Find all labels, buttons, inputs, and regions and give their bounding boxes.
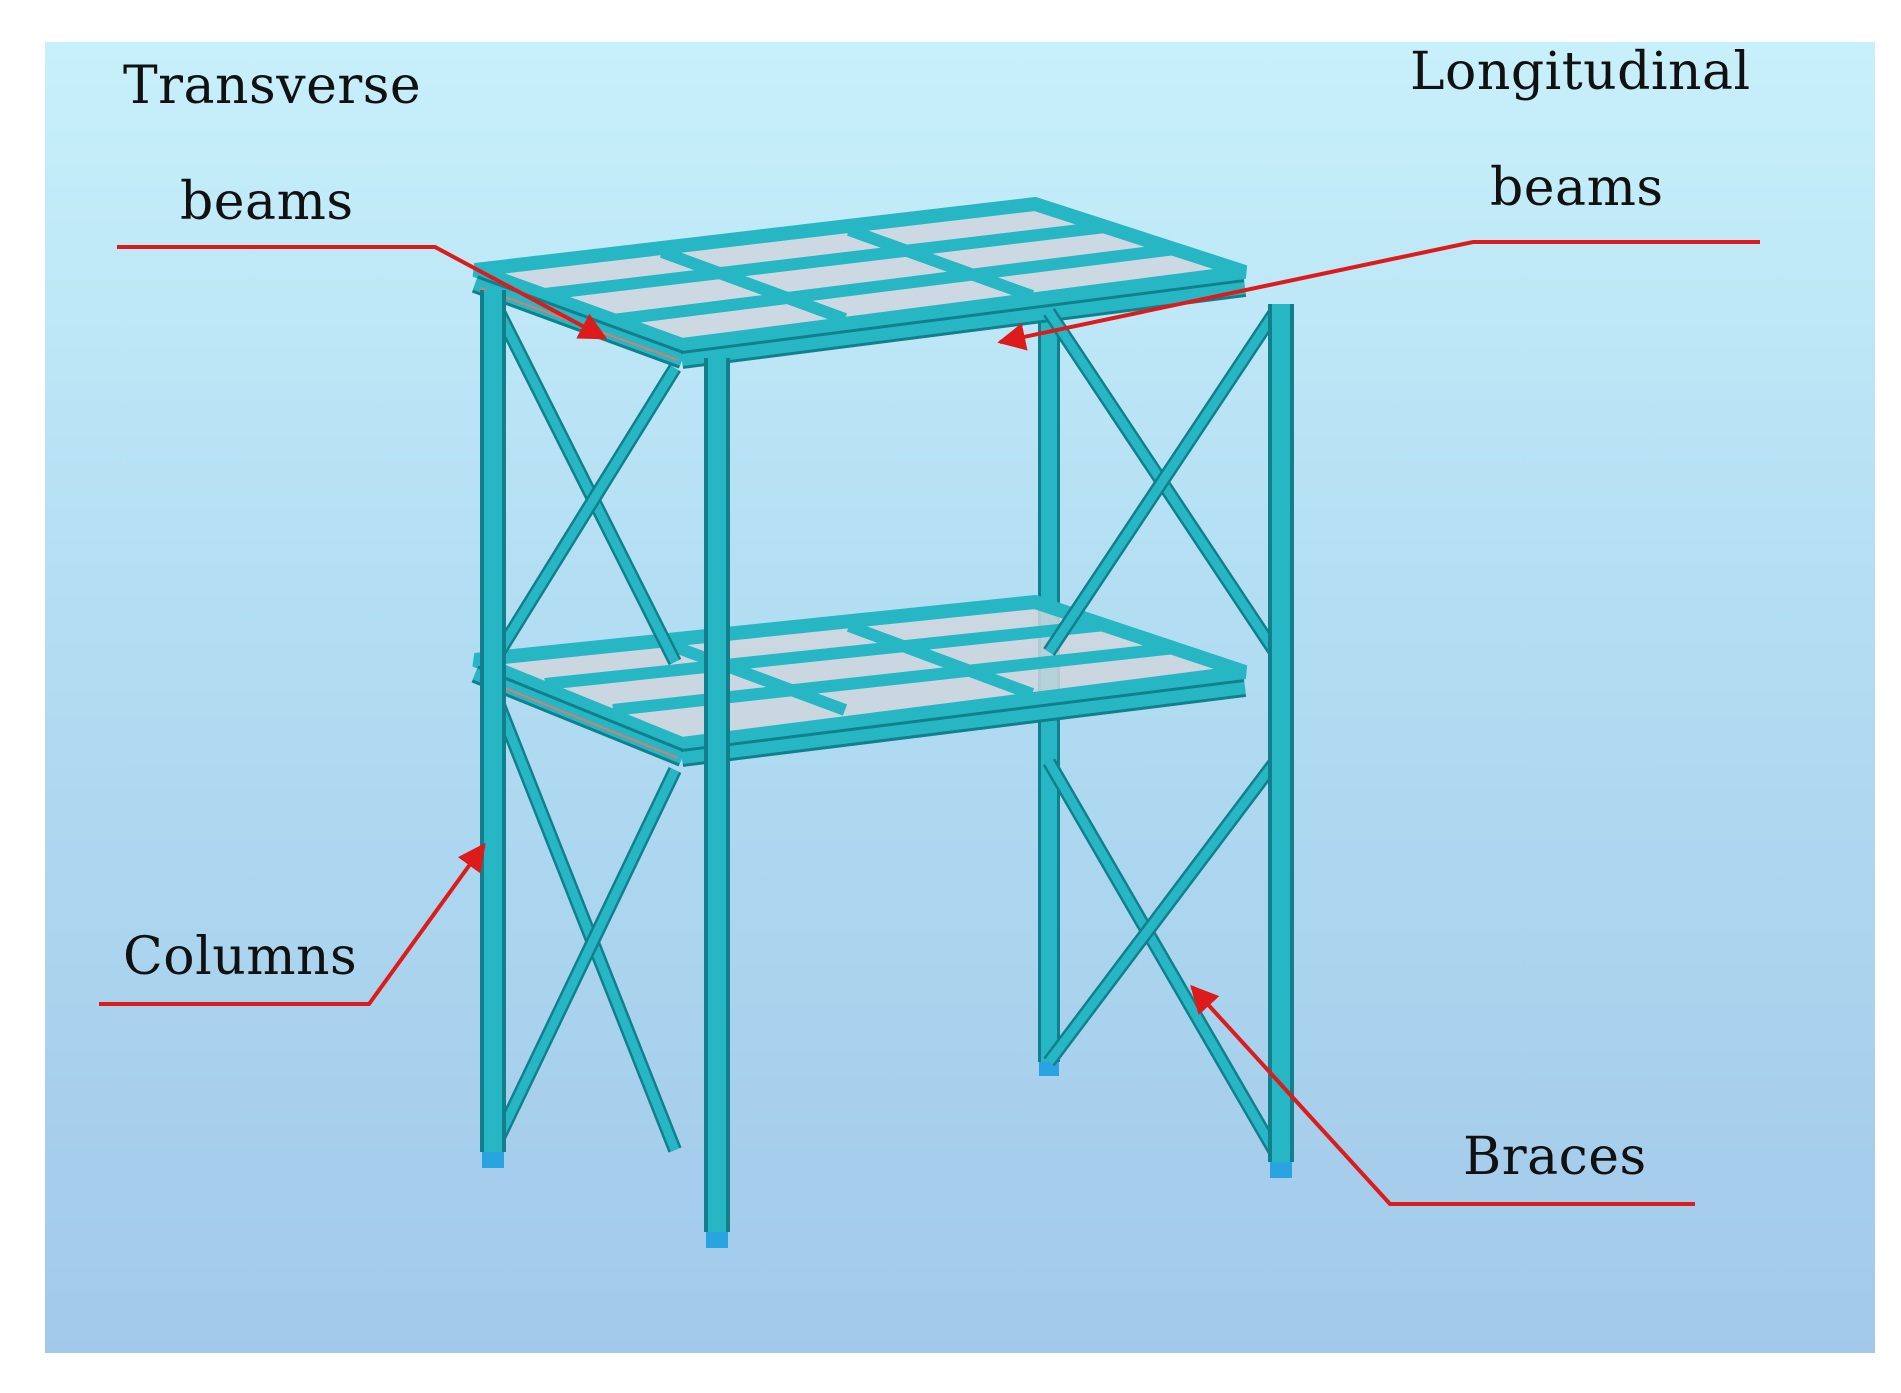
left-braces [486, 296, 682, 1154]
front-columns [480, 290, 1294, 1248]
deck-beam [544, 619, 1106, 690]
top-deck [471, 196, 1248, 369]
steel-frame-model [99, 196, 1760, 1248]
annotations [99, 240, 1760, 1206]
deck-joist-line [479, 677, 679, 759]
brace [1045, 759, 1279, 1065]
brace [1045, 309, 1279, 655]
columns-leader [99, 842, 486, 1006]
deck-edge-beam [472, 668, 685, 764]
deck-beam [659, 246, 848, 325]
deck-edge-beam [681, 682, 1246, 764]
transverse-beams-label-line2: beams [180, 172, 354, 232]
deck-edge-beam [681, 282, 1246, 366]
braces-leader [1190, 984, 1695, 1206]
support-base-icon [1270, 1162, 1292, 1178]
brace [488, 297, 680, 665]
longitudinal-beams-label-line2: beams [1490, 158, 1664, 218]
deck-beam [846, 224, 1035, 302]
braces-label: Braces [1463, 1127, 1647, 1187]
deck-panel [472, 594, 1248, 752]
longitudinal-beams-label-line1: Longitudinal [1410, 42, 1751, 102]
deck-beam [659, 636, 848, 716]
transverse-beams-label-line1: Transverse [123, 56, 422, 116]
right-braces [1042, 308, 1282, 1156]
brace [488, 688, 680, 1152]
brace [489, 365, 679, 665]
support-base-icon [482, 1152, 504, 1168]
brace [1045, 759, 1279, 1155]
model-viewport: Transverse beams Longitudinal beams Colu… [45, 42, 1875, 1353]
deck-beam [544, 221, 1106, 300]
bottom-deck [471, 594, 1248, 767]
longitudinal-beams-leader [997, 240, 1760, 351]
support-base-icon [706, 1232, 728, 1248]
columns-label: Columns [123, 927, 358, 987]
deck-beam [846, 620, 1035, 700]
transverse-beams-leader [117, 245, 608, 340]
deck-beam [612, 243, 1176, 326]
brace [488, 768, 680, 1152]
